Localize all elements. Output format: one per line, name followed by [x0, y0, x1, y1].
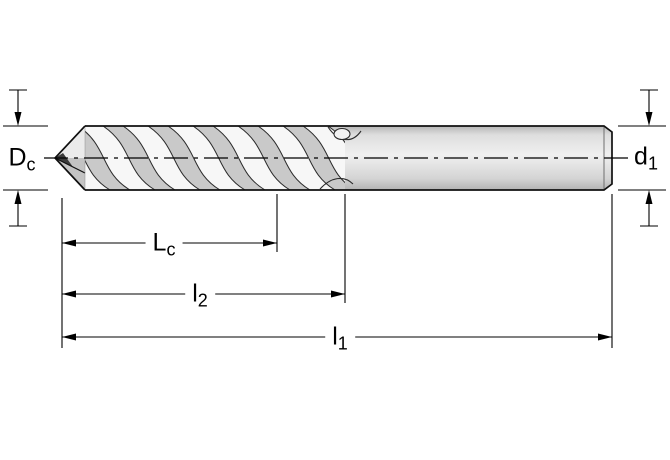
label-l2-text: l: [192, 279, 198, 308]
drill-bit: [44, 125, 628, 191]
label-lc: Lc: [145, 228, 183, 259]
shank-body: [345, 126, 612, 190]
label-dc-text: D: [8, 143, 27, 172]
flute-bands: [85, 126, 345, 190]
label-lc-text: L: [152, 228, 167, 257]
drill-tip: [53, 125, 86, 191]
label-l1-subscript: 1: [337, 333, 348, 354]
label-dc: Dc: [8, 143, 35, 174]
runout-loop: [333, 127, 351, 141]
flute-helix-lines: [85, 125, 345, 191]
label-l1-text: l: [332, 322, 338, 351]
label-d1-subscript: 1: [647, 153, 658, 174]
runout-curve-bottom: [319, 177, 354, 190]
label-l2: l2: [185, 279, 215, 310]
label-lc-subscript: c: [166, 239, 176, 260]
label-l1: l1: [325, 322, 355, 353]
d1-dimension-lines: [618, 89, 666, 227]
label-l2-subscript: 2: [197, 290, 208, 311]
extension-lines: [61, 194, 613, 348]
label-dc-subscript: c: [26, 154, 36, 175]
dc-dimension-lines: [3, 89, 48, 227]
tip-dark-face: [55, 153, 73, 167]
label-d1: d1: [634, 142, 658, 173]
flute-runout: [319, 126, 362, 190]
label-d1-text: d: [634, 142, 648, 171]
tip-cutting-lip: [54, 157, 86, 174]
